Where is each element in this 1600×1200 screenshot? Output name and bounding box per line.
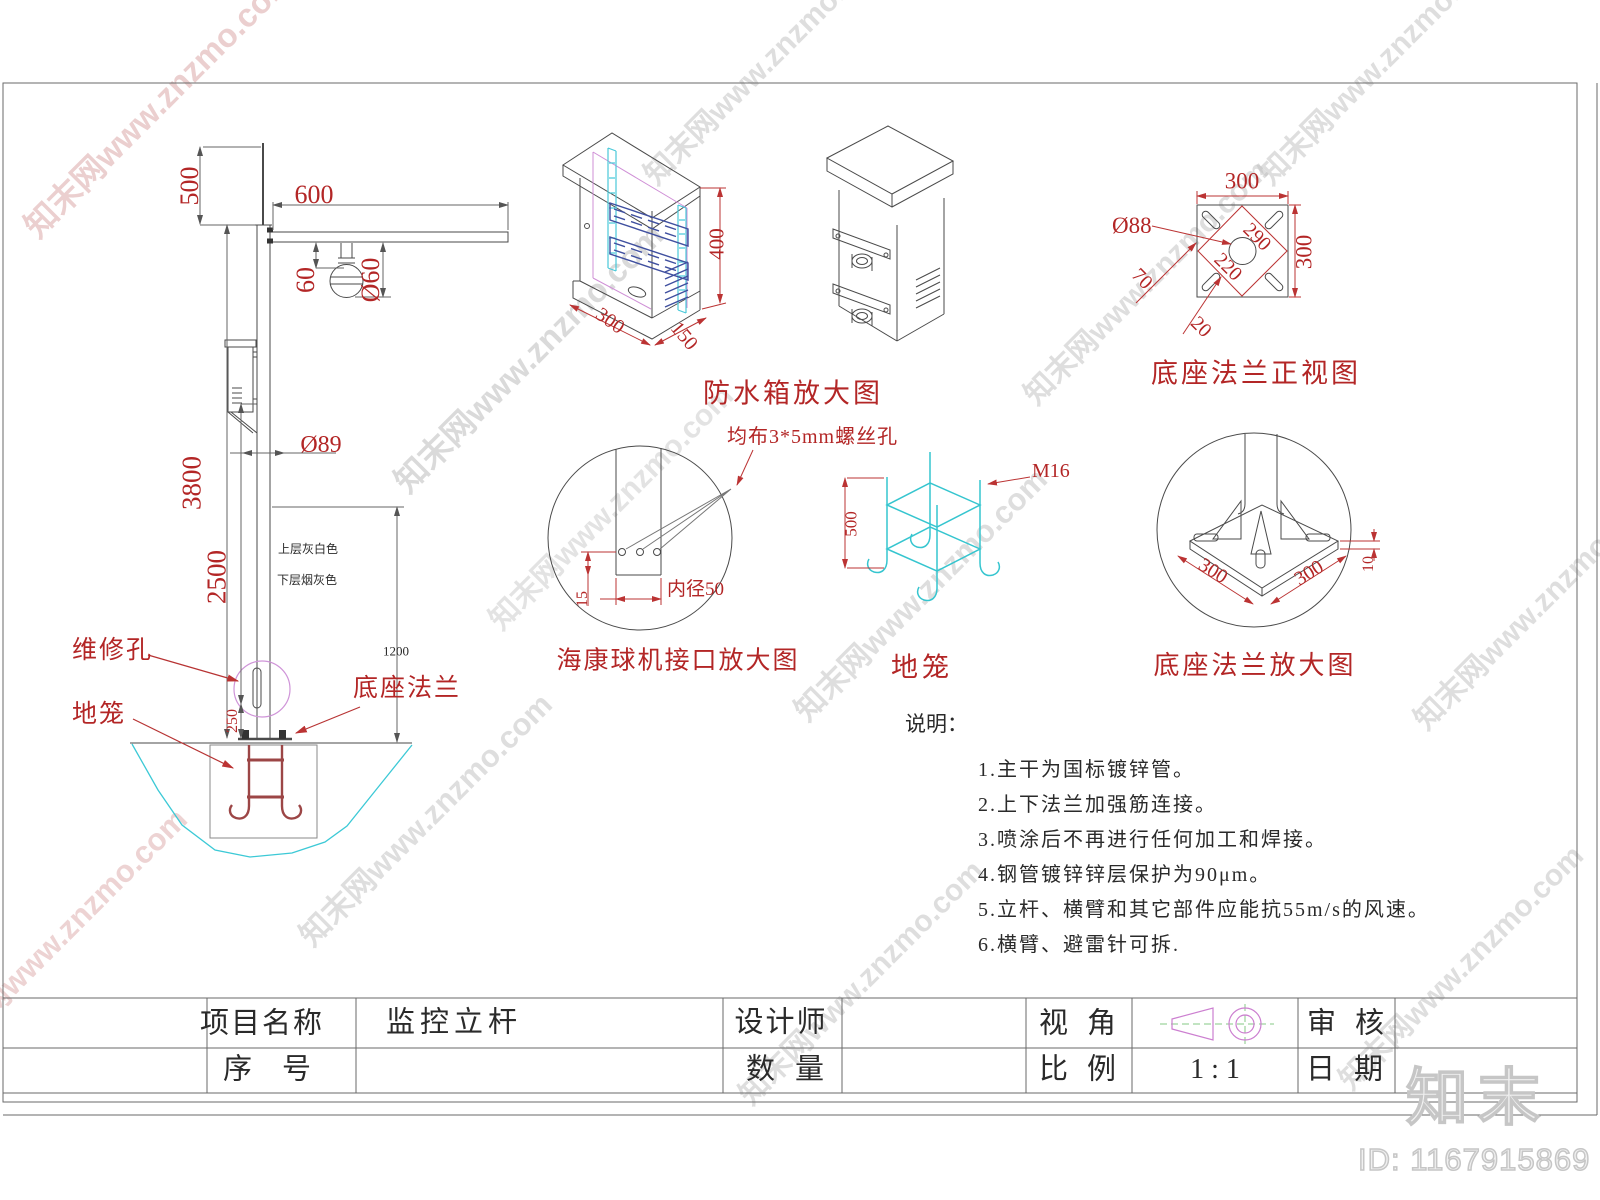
titleblock-scale-value: 1 : 1 xyxy=(1190,1054,1240,1085)
label-screw-note: 均布3*5mm螺丝孔 xyxy=(727,426,899,448)
camera-joint-view xyxy=(547,445,733,631)
site-logo-text: 知末 xyxy=(1405,1064,1551,1133)
pole-red-leaders xyxy=(132,654,361,769)
dim-arm-length: 600 xyxy=(294,180,334,209)
titleblock-project-label: 项目名称 xyxy=(199,1007,325,1040)
titleblock-quantity-label: 数量 xyxy=(745,1053,845,1086)
title-camera-joint: 海康球机接口放大图 xyxy=(556,647,800,675)
flange-front-view xyxy=(1196,204,1289,298)
foundation-pit-outline xyxy=(131,743,413,858)
notes-heading: 说明： xyxy=(905,712,968,736)
pole-elevation-view xyxy=(130,143,509,839)
note-item: 2.上下法兰加强筋连接。 xyxy=(978,794,1217,816)
dim-plate-thickness: 10 xyxy=(1360,556,1377,572)
camera-joint-dimension-lines xyxy=(581,449,754,606)
dim-center-hole: Ø88 xyxy=(1112,213,1152,238)
dim-inner-diameter: 内径50 xyxy=(667,579,725,600)
flange-front-dimension-lines xyxy=(1135,191,1301,335)
dim-cage-height: 500 xyxy=(841,511,861,537)
titleblock-review-label: 审核 xyxy=(1306,1007,1404,1040)
flange-enlarged-view xyxy=(1156,432,1352,628)
sheet-frame xyxy=(2,82,1598,1116)
note-item: 5.立杆、横臂和其它部件应能抗55m/s的风速。 xyxy=(978,899,1430,921)
label-bolt-spec: M16 xyxy=(1032,460,1070,482)
label-maintenance-hole: 维修孔 xyxy=(72,637,154,664)
title-waterproof-box: 防水箱放大图 xyxy=(703,378,883,409)
projection-view-symbol xyxy=(1160,1004,1274,1044)
dim-lower-height: 2500 xyxy=(201,550,232,604)
pole-dimension-lines xyxy=(197,146,509,743)
waterproof-box-din-rails xyxy=(607,147,687,314)
ground-cage-dimension-lines xyxy=(842,476,1031,569)
titleblock-view-label: 视角 xyxy=(1038,1007,1136,1040)
title-flange-enlarged: 底座法兰放大图 xyxy=(1153,651,1357,680)
titleblock-designer-label: 设计师 xyxy=(734,1006,828,1039)
note-item: 3.喷涂后不再进行任何加工和焊接。 xyxy=(978,829,1327,851)
dim-pole-diameter: Ø89 xyxy=(300,432,342,458)
dim-flange-height: 300 xyxy=(1291,234,1317,270)
titleblock-scale-label: 比例 xyxy=(1038,1053,1136,1086)
waterproof-box-dimension-lines xyxy=(569,187,727,346)
dim-pole-height: 3800 xyxy=(176,456,207,510)
label-lower-color: 下层烟灰色 xyxy=(277,573,338,587)
dim-edge: 15 xyxy=(574,591,591,607)
dim-box-height: 400 xyxy=(704,228,729,260)
dim-base-offset: 250 xyxy=(224,709,241,733)
waterproof-box-hidden-lines xyxy=(592,151,688,310)
title-ground-cage: 地笼 xyxy=(891,652,953,683)
dim-rod-height: 500 xyxy=(175,166,204,206)
maintenance-hole-highlight-circle xyxy=(233,660,291,718)
note-item: 4.钢管镀锌锌层保护为90μm。 xyxy=(978,864,1272,886)
titleblock-serial-label: 序号 xyxy=(222,1053,342,1086)
note-item: 6.横臂、避雷针可拆. xyxy=(978,934,1180,956)
label-base-flange: 底座法兰 xyxy=(353,675,462,702)
note-item: 1.主干为国标镀锌管。 xyxy=(978,759,1195,781)
label-upper-color: 上层灰白色 xyxy=(278,542,339,556)
dim-camera-offset: 60 xyxy=(291,267,320,293)
flange-enlarged-dimension-lines xyxy=(1177,529,1380,605)
waterproof-box-open-view xyxy=(562,132,701,340)
ground-cage-elevation xyxy=(228,745,303,820)
dim-camera-diameter: Ø60 xyxy=(356,257,385,303)
ground-cage-iso-view xyxy=(866,452,1001,602)
titleblock-project-value: 监控立杆 xyxy=(385,1006,523,1039)
image-id-text: ID: 1167915869 xyxy=(1357,1142,1591,1177)
waterproof-box-closed-view xyxy=(825,125,955,342)
waterproof-box-slot-plates xyxy=(609,202,689,308)
label-ground-cage: 地笼 xyxy=(72,701,127,728)
dim-color-band: 1200 xyxy=(383,643,409,659)
dim-flange-width: 300 xyxy=(1224,168,1260,194)
titleblock-date-label: 日期 xyxy=(1305,1053,1403,1086)
title-flange-front: 底座法兰正视图 xyxy=(1151,358,1361,389)
